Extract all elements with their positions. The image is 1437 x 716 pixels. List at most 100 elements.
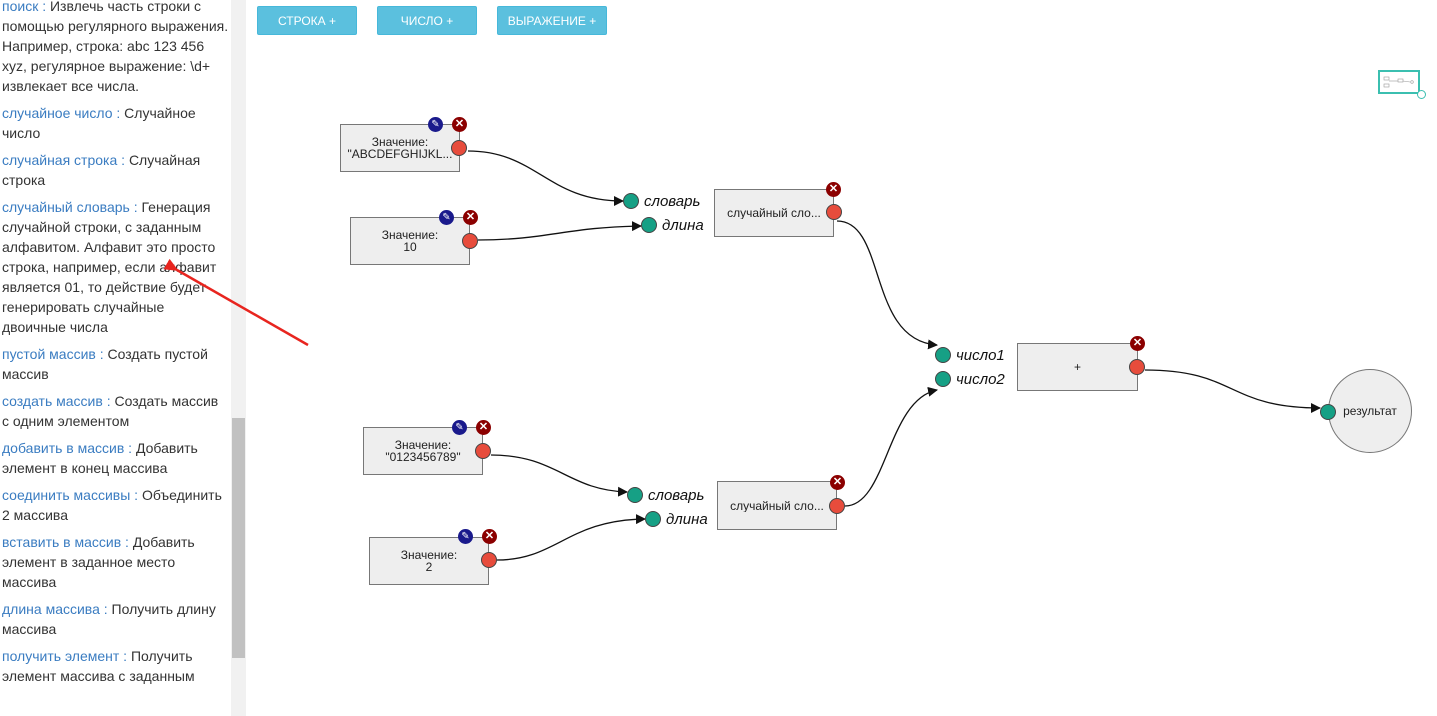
minimap[interactable] xyxy=(1378,70,1420,94)
input-port-num1[interactable] xyxy=(935,347,951,363)
function-entry: длина массива : Получить длину массива xyxy=(2,599,231,639)
function-description: Случайное число xyxy=(2,105,196,141)
port-label-num2: число2 xyxy=(956,371,1005,388)
entry-separator: : xyxy=(119,648,131,664)
function-link[interactable]: поиск xyxy=(2,0,39,14)
close-icon[interactable]: ✕ xyxy=(476,420,491,435)
close-icon[interactable]: ✕ xyxy=(452,117,467,132)
node-label: случайный сло... xyxy=(730,499,824,512)
wire-rand1-to-num1 xyxy=(836,220,938,350)
close-icon[interactable]: ✕ xyxy=(826,182,841,197)
function-link[interactable]: вставить в массив xyxy=(2,534,122,550)
pencil-icon[interactable]: ✎ xyxy=(452,420,467,435)
entry-separator: : xyxy=(130,487,142,503)
value-node-alphabet[interactable]: Значение: "ABCDEFGHIJKL... xyxy=(340,124,460,172)
function-entry: пустой массив : Создать пустой массив xyxy=(2,344,231,384)
wire-plus-to-result xyxy=(1144,369,1321,413)
close-icon[interactable]: ✕ xyxy=(1130,336,1145,351)
function-entry: получить элемент : Получить элемент масс… xyxy=(2,646,231,686)
function-list-sidebar: поиск : Извлечь часть строки с помощью р… xyxy=(0,0,231,716)
close-icon[interactable]: ✕ xyxy=(830,475,845,490)
close-icon[interactable]: ✕ xyxy=(463,210,478,225)
value-caption: Значение: xyxy=(371,135,429,149)
function-entry: поиск : Извлечь часть строки с помощью р… xyxy=(2,0,231,96)
input-port-dict-2[interactable] xyxy=(627,487,643,503)
input-port-len-1[interactable] xyxy=(641,217,657,233)
function-description: Случайная строка xyxy=(2,152,201,188)
result-node[interactable]: результат xyxy=(1328,369,1412,453)
random-dict-node-2[interactable]: случайный сло... xyxy=(717,481,837,530)
pencil-icon[interactable]: ✎ xyxy=(428,117,443,132)
port-label-len-1: длина xyxy=(662,217,704,234)
value-node-digits[interactable]: Значение: "0123456789" xyxy=(363,427,483,475)
entry-separator: : xyxy=(99,601,112,617)
value-caption: Значение: xyxy=(394,438,452,452)
plus-node[interactable]: + xyxy=(1017,343,1138,391)
entry-separator: : xyxy=(102,393,115,409)
value-node-length[interactable]: Значение: 10 xyxy=(350,217,470,265)
close-icon[interactable]: ✕ xyxy=(482,529,497,544)
function-link[interactable]: случайная строка xyxy=(2,152,118,168)
output-port[interactable] xyxy=(462,233,478,249)
entry-separator: : xyxy=(38,0,50,14)
value-text: 10 xyxy=(403,240,417,254)
function-description: Генерация случайной строки, с заданным а… xyxy=(2,199,217,335)
output-port[interactable] xyxy=(451,140,467,156)
function-entry: создать массив : Создать массив с одним … xyxy=(2,391,231,431)
function-link[interactable]: соединить массивы xyxy=(2,487,131,503)
function-link[interactable]: создать массив xyxy=(2,393,103,409)
flow-canvas[interactable]: Значение: "ABCDEFGHIJKL... ✎ ✕ Значение:… xyxy=(163,0,1437,716)
pencil-icon[interactable]: ✎ xyxy=(439,210,454,225)
port-label-num1: число1 xyxy=(956,347,1005,364)
entry-separator: : xyxy=(121,534,133,550)
random-dict-node-1[interactable]: случайный сло... xyxy=(714,189,834,237)
function-description: Объединить 2 массива xyxy=(2,487,222,523)
function-description: Добавить элемент в конец массива xyxy=(2,440,198,476)
function-link[interactable]: случайный словарь xyxy=(2,199,130,215)
input-port-dict-1[interactable] xyxy=(623,193,639,209)
port-label-len-2: длина xyxy=(666,511,708,528)
port-label-dict-2: словарь xyxy=(648,487,705,504)
value-text: "ABCDEFGHIJKL... xyxy=(347,148,453,160)
output-port[interactable] xyxy=(481,552,497,568)
entry-separator: : xyxy=(112,105,125,121)
add-string-button[interactable]: СТРОКА + xyxy=(257,6,357,35)
function-entry: добавить в массив : Добавить элемент в к… xyxy=(2,438,231,478)
function-description: Создать массив с одним элементом xyxy=(2,393,219,429)
node-label: случайный сло... xyxy=(727,207,821,219)
function-entry: случайная строка : Случайная строка xyxy=(2,150,231,190)
output-port[interactable] xyxy=(475,443,491,459)
function-description: Получить длину массива xyxy=(2,601,216,637)
minimap-resize-handle[interactable] xyxy=(1417,90,1426,99)
entry-separator: : xyxy=(95,346,108,362)
function-link[interactable]: добавить в массив xyxy=(2,440,125,456)
function-description: Получить элемент массива с заданным xyxy=(2,648,195,684)
value-caption: Значение: xyxy=(381,228,439,242)
function-description: Добавить элемент в заданное место массив… xyxy=(2,534,195,590)
value-node-length-2[interactable]: Значение: 2 xyxy=(369,537,489,585)
wire-val1-to-dict1 xyxy=(467,150,624,206)
function-link[interactable]: получить элемент xyxy=(2,648,120,664)
wire-val4-to-len2 xyxy=(496,514,646,561)
input-port-num2[interactable] xyxy=(935,371,951,387)
function-description: Создать пустой массив xyxy=(2,346,208,382)
connection-wires xyxy=(163,150,1321,561)
add-number-button[interactable]: ЧИСЛО + xyxy=(377,6,477,35)
function-entry: случайный словарь : Генерация случайной … xyxy=(2,197,231,337)
sidebar-scrollbar-thumb[interactable] xyxy=(232,418,245,658)
function-link[interactable]: случайное число xyxy=(2,105,113,121)
entry-separator: : xyxy=(124,440,136,456)
output-port[interactable] xyxy=(826,204,842,220)
pencil-icon[interactable]: ✎ xyxy=(458,529,473,544)
function-description: Извлечь часть строки с помощью регулярно… xyxy=(2,0,229,94)
add-expression-button[interactable]: ВЫРАЖЕНИЕ + xyxy=(497,6,607,35)
input-port-len-2[interactable] xyxy=(645,511,661,527)
value-text: "0123456789" xyxy=(385,450,461,464)
function-entry: соединить массивы : Объединить 2 массива xyxy=(2,485,231,525)
output-port[interactable] xyxy=(1129,359,1145,375)
function-link[interactable]: пустой массив xyxy=(2,346,96,362)
input-port-result[interactable] xyxy=(1320,404,1336,420)
wire-val3-to-dict2 xyxy=(490,454,628,497)
function-link[interactable]: длина массива xyxy=(2,601,100,617)
output-port[interactable] xyxy=(829,498,845,514)
